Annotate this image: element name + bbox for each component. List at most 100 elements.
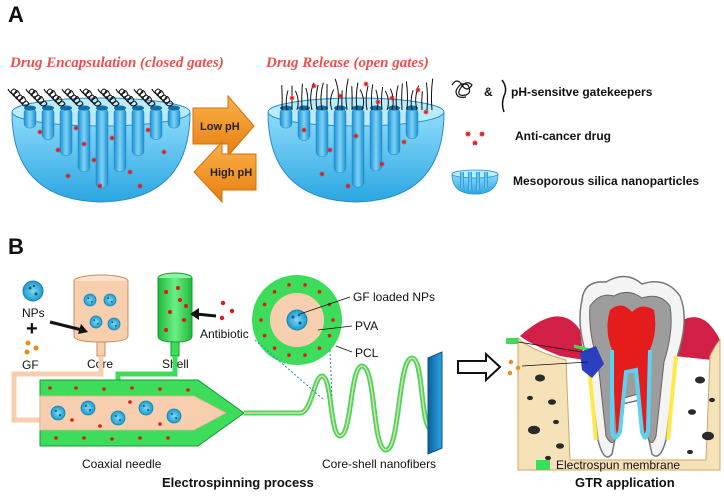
coaxial-needle-label: Coaxial needle (82, 457, 162, 471)
antibiotic-particle (178, 298, 182, 302)
mesopore (41, 107, 55, 140)
nps-label: NPs (22, 306, 45, 320)
drug-icon-particle (464, 130, 472, 138)
zoom-line-right (329, 349, 333, 399)
legend-drug: Anti-cancer drug (515, 129, 611, 143)
drug-particle (288, 94, 296, 102)
nanoparticle (83, 293, 97, 307)
mesopore (77, 107, 91, 173)
membrane-legend-swatch (536, 460, 550, 470)
nanoparticle (80, 400, 96, 416)
np-pore (96, 322, 99, 325)
drug-particle (64, 172, 72, 180)
drug-particle (90, 156, 98, 164)
defect-site (580, 346, 604, 378)
gatekeeper-coil-icon (451, 80, 473, 98)
np-pore (89, 409, 92, 412)
antibiotic-particle (82, 436, 86, 440)
drug-particle (318, 170, 326, 178)
antibiotic-particle (184, 304, 188, 308)
antibiotic-particle (182, 318, 186, 322)
mesopore (369, 107, 383, 172)
antibiotic-particle (138, 436, 142, 440)
drug-particle (326, 146, 334, 154)
gatekeeper-strand (401, 83, 403, 111)
pva-pointer (317, 325, 353, 331)
antibiotic-label: Antibiotic (200, 327, 249, 341)
drug-particle (80, 140, 88, 148)
fiber-core-line (244, 357, 433, 451)
pore-opening (96, 105, 108, 111)
antibiotic-particle (164, 290, 168, 294)
drug-particle (310, 82, 318, 90)
pcl-pointer (335, 345, 353, 353)
nanoparticle (50, 405, 66, 421)
mesopore (167, 107, 181, 129)
panel-a-letter: A (8, 2, 24, 27)
mesopore (387, 107, 401, 155)
gatekeeper-strand (384, 90, 389, 111)
antibiotic-particle (102, 387, 106, 391)
pcl-label: PCL (355, 346, 379, 360)
antibiotic-particle (303, 353, 307, 357)
np-pore (59, 414, 62, 417)
np-insert-arrow (49, 320, 83, 332)
low-ph-label: Low pH (200, 121, 240, 133)
pore-opening (298, 105, 310, 111)
pore-opening (78, 105, 90, 111)
np-pore (111, 321, 114, 324)
mesopore (333, 107, 347, 173)
bone-pore (709, 397, 715, 403)
drug-particle (300, 126, 308, 134)
collector-plate (427, 351, 443, 455)
coaxial-needle (39, 379, 245, 447)
drug-icon (464, 130, 486, 147)
nanoparticle (103, 293, 117, 307)
bone-pore (535, 374, 545, 382)
gf-label: GF (22, 358, 39, 372)
antibiotic-particle (303, 283, 307, 287)
fiber-cross-section (252, 275, 342, 365)
bone-pore (687, 449, 693, 455)
bone-pore (527, 395, 533, 401)
drug-particle (54, 146, 62, 154)
gatekeeper-coil (133, 88, 156, 107)
bone-pore (695, 376, 705, 384)
gatekeeper-strand (295, 90, 299, 111)
antibiotic-particle (287, 353, 291, 357)
gf-dots-tooth (507, 359, 521, 376)
gatekeeper-strand (355, 82, 359, 111)
antibiotic-particle (74, 386, 78, 390)
np-pore (107, 297, 110, 300)
gum-left (520, 316, 584, 360)
pore-opening (42, 105, 54, 111)
mesopore (149, 107, 163, 140)
gatekeeper-strand (425, 82, 428, 111)
legend: & pH-sensitve gatekeepers Anti-cancer dr… (451, 79, 699, 195)
pore-opening (60, 105, 72, 111)
gatekeeper-strand-icon (501, 79, 507, 113)
np-pore (114, 414, 117, 417)
mesopore (23, 107, 37, 129)
bone-pore (548, 399, 556, 405)
closed-nanoparticle (7, 88, 191, 203)
bone-pore (553, 419, 559, 425)
np-pore (170, 412, 173, 415)
pore-opening (168, 105, 180, 111)
gatekeeper-strand (365, 85, 369, 111)
nanoparticle (166, 408, 182, 424)
gatekeeper-coil (43, 88, 66, 107)
bone-pore (545, 455, 551, 461)
gatekeeper-strand (320, 82, 324, 111)
gtr-label: GTR application (575, 475, 675, 490)
antibiotic-particle (158, 387, 162, 391)
np-icon (22, 280, 44, 302)
antibiotic-particle (158, 422, 162, 426)
antibiotic-particle (54, 436, 58, 440)
core-syringe (73, 274, 129, 357)
drug-icon-particle (478, 130, 486, 138)
core-shell-label: Core-shell nanofibers (322, 457, 436, 471)
np-pore (147, 409, 150, 412)
mesopore (405, 107, 419, 139)
tooth-illustration (517, 275, 721, 471)
